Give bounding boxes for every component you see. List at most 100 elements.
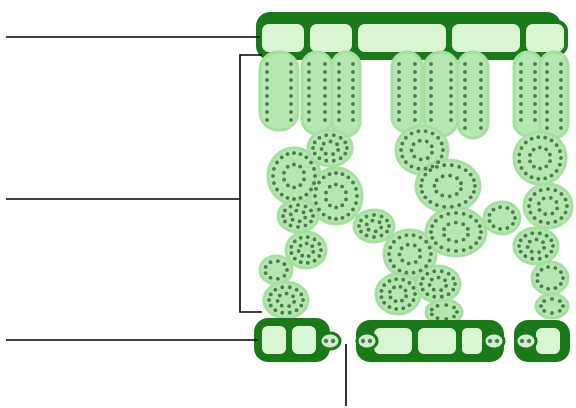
chloroplast-dot — [519, 70, 523, 74]
chloroplast-dot — [559, 94, 563, 98]
chloroplast-dot — [412, 286, 416, 290]
chloroplast-dot — [343, 152, 347, 156]
chloroplast-dot — [545, 126, 549, 130]
chloroplast-dot — [388, 259, 392, 263]
chloroplast-dot — [331, 152, 335, 156]
chloroplast-dot — [398, 236, 402, 240]
chloroplast-dot — [400, 246, 404, 250]
chloroplast-dot — [299, 304, 303, 308]
chloroplast-dot — [334, 217, 338, 221]
chloroplast-dot — [429, 86, 433, 90]
chloroplast-dot — [452, 306, 456, 310]
chloroplast-dot — [429, 102, 433, 106]
chloroplast-dot — [334, 171, 338, 175]
chloroplast-dot — [429, 70, 433, 74]
chloroplast-dot — [310, 244, 314, 248]
chloroplast-dot — [399, 148, 403, 152]
chloroplast-dot — [289, 102, 293, 106]
chloroplast-dot — [265, 78, 269, 82]
chloroplast-dot — [451, 277, 455, 281]
chloroplast-dot — [469, 215, 473, 219]
chloroplast-dot — [524, 234, 528, 238]
chloroplast-dot — [544, 165, 548, 169]
chloroplast-dot — [498, 205, 502, 209]
chloroplast-dot — [365, 234, 369, 238]
chloroplast-dot — [309, 188, 313, 192]
chloroplast-dot — [265, 62, 269, 66]
chloroplast-dot — [283, 220, 287, 224]
chloroplast-dot — [559, 126, 563, 130]
chloroplast-dot — [265, 102, 269, 106]
chloroplast-dot — [442, 227, 446, 231]
chloroplast-dot — [544, 148, 548, 152]
chloroplast-dot — [357, 224, 361, 228]
chloroplast-dot — [328, 185, 332, 189]
chloroplast-dot — [289, 62, 293, 66]
chloroplast-dot — [413, 292, 417, 296]
chloroplast-dot — [454, 249, 458, 253]
chloroplast-dot — [374, 230, 378, 234]
chloroplast-dot — [431, 165, 435, 169]
chloroplast-dot — [302, 210, 306, 214]
chloroplast-dot — [280, 311, 284, 315]
chloroplast-dot — [558, 299, 562, 303]
chloroplast-dot — [449, 70, 453, 74]
chloroplast-dot — [524, 172, 528, 176]
chloroplast-dot — [479, 94, 483, 98]
chloroplast-dot — [488, 213, 492, 217]
chloroplast-dot — [424, 240, 428, 244]
chloroplast-dot — [455, 310, 459, 314]
chloroplast-dot — [313, 259, 317, 263]
chloroplast-dot — [542, 246, 546, 250]
chloroplast-dot — [545, 102, 549, 106]
chloroplast-dot — [292, 300, 296, 304]
chloroplast-dot — [336, 148, 340, 152]
chloroplast-dot — [472, 178, 476, 182]
chloroplast-dot — [461, 222, 465, 226]
chloroplast-dot — [536, 177, 540, 181]
chloroplast-dot — [276, 299, 280, 303]
chloroplast-dot — [506, 226, 510, 230]
chloroplast-dot — [441, 148, 445, 152]
chloroplast-dot — [436, 316, 440, 320]
chloroplast-dot — [297, 249, 301, 253]
chloroplast-dot — [519, 110, 523, 114]
chloroplast-dot — [561, 304, 565, 308]
chloroplast-dot — [354, 187, 358, 191]
chloroplast-dot — [265, 70, 269, 74]
chloroplast-dot — [432, 288, 436, 292]
chloroplast-dot — [530, 257, 534, 261]
chloroplast-dot — [564, 211, 568, 215]
chloroplast-dot — [269, 276, 273, 280]
chloroplast-dot — [413, 78, 417, 82]
chloroplast-dot — [274, 288, 278, 292]
chloroplast-dot — [565, 204, 569, 208]
chloroplast-dot — [440, 142, 444, 146]
chloroplast-dot — [328, 204, 332, 208]
chloroplast-dot — [449, 78, 453, 82]
chloroplast-dot — [447, 272, 451, 276]
chloroplast-dot — [449, 94, 453, 98]
chloroplast-dot — [292, 197, 296, 201]
chloroplast-dot — [314, 187, 318, 191]
chloroplast-dot — [560, 192, 564, 196]
chloroplast-dot — [305, 242, 309, 246]
chloroplast-dot — [265, 86, 269, 90]
chloroplast-dot — [545, 254, 549, 258]
chloroplast-dot — [299, 293, 303, 297]
chloroplast-dot — [428, 283, 432, 287]
chloroplast-dot — [533, 216, 537, 220]
chloroplast-dot — [548, 153, 552, 157]
chloroplast-dot — [323, 102, 327, 106]
chloroplast-dot — [546, 221, 550, 225]
chloroplast-dot — [474, 241, 478, 245]
chloroplast-dot — [550, 174, 554, 178]
chloroplast-dot — [434, 241, 438, 245]
chloroplast-dot — [372, 213, 376, 217]
chloroplast-dot — [385, 219, 389, 223]
chloroplast-dot — [309, 220, 313, 224]
chloroplast-dot — [469, 196, 473, 200]
chloroplast-dot — [267, 298, 271, 302]
chloroplast-dot — [323, 110, 327, 114]
chloroplast-dot — [280, 193, 284, 197]
